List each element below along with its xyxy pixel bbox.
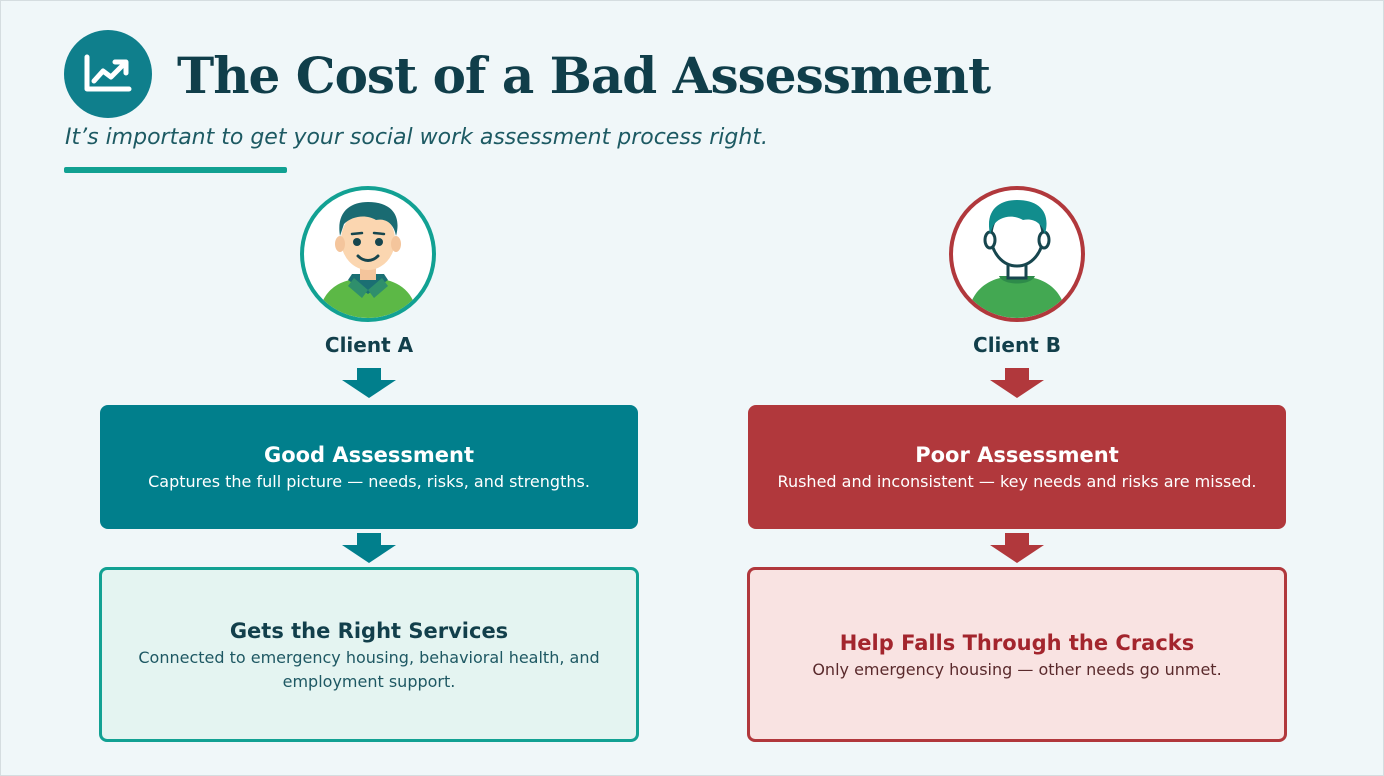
client-a-avatar [300, 186, 436, 322]
trending-chart-icon [64, 30, 152, 118]
client-b-avatar [949, 186, 1085, 322]
faceless-person-icon [967, 200, 1067, 318]
falls-through-cracks-title: Help Falls Through the Cracks [839, 630, 1195, 655]
arrow-down-icon [990, 533, 1044, 563]
falls-through-cracks-description: Only emergency housing — other needs go … [812, 659, 1222, 679]
arrow-down-icon [342, 368, 396, 398]
title-underline [64, 167, 287, 173]
good-assessment-box: Good Assessment Captures the full pictur… [100, 405, 638, 529]
client-a-name: Client A [324, 333, 414, 357]
poor-assessment-title: Poor Assessment [915, 443, 1119, 467]
good-assessment-description: Captures the full picture — needs, risks… [148, 472, 590, 491]
arrow-down-icon [342, 533, 396, 563]
poor-assessment-box: Poor Assessment Rushed and inconsistent … [748, 405, 1286, 529]
falls-through-cracks-box: Help Falls Through the Cracks Only emerg… [747, 567, 1287, 742]
arrow-down-icon [990, 368, 1044, 398]
poor-assessment-description: Rushed and inconsistent — key needs and … [777, 472, 1257, 491]
good-assessment-title: Good Assessment [263, 443, 475, 467]
right-services-box: Gets the Right Services Connected to eme… [99, 567, 639, 742]
page-title: The Cost of a Bad Assessment [177, 46, 991, 105]
smiling-person-icon [318, 202, 418, 318]
right-services-description: Connected to emergency housing, behavior… [138, 647, 600, 691]
right-services-title: Gets the Right Services [229, 618, 509, 643]
client-b-name: Client B [973, 333, 1061, 357]
page-subtitle: It’s important to get your social work a… [65, 125, 768, 150]
